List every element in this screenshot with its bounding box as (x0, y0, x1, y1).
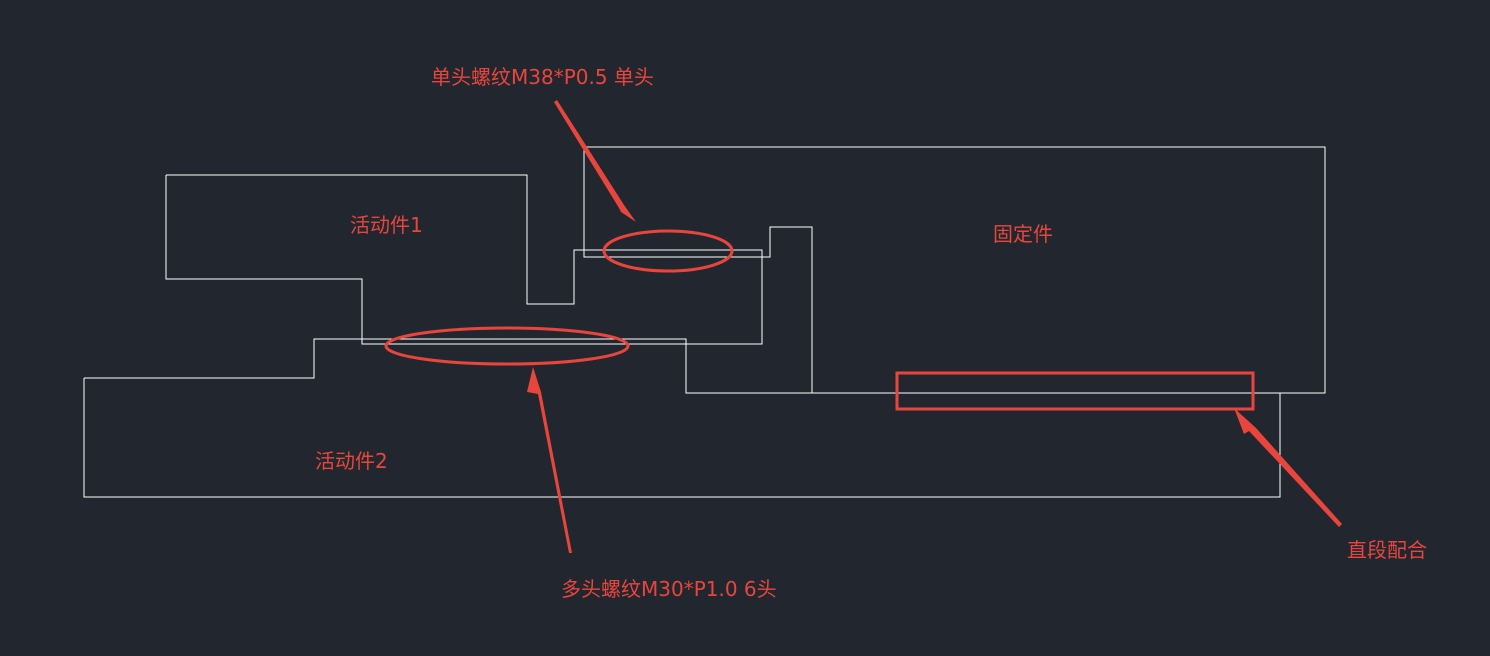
single-thread-arrow (554, 100, 636, 222)
multi-thread-callout-label: 多头螺纹M30*P1.0 6头 (561, 577, 777, 601)
moving-part-2-label: 活动件2 (315, 449, 388, 473)
fixed-part-inner-step (583, 147, 813, 393)
multi-thread-highlight-ellipse (384, 326, 630, 366)
moving-part-2-outline (83, 378, 1281, 498)
straight-fit-callout-label: 直段配合 (1347, 538, 1427, 562)
moving-part-1-outline (165, 174, 763, 345)
straight-fit-arrow (1234, 408, 1342, 527)
single-thread-highlight-ellipse (602, 229, 734, 273)
multi-thread-arrow (527, 367, 572, 553)
single-thread-callout-label: 单头螺纹M38*P0.5 单头 (431, 65, 654, 89)
fixed-part-label: 固定件 (993, 222, 1053, 246)
moving-part-1-label: 活动件1 (350, 213, 423, 237)
fixed-part-outline (84, 146, 1326, 394)
straight-fit-highlight-rect (895, 371, 1255, 411)
